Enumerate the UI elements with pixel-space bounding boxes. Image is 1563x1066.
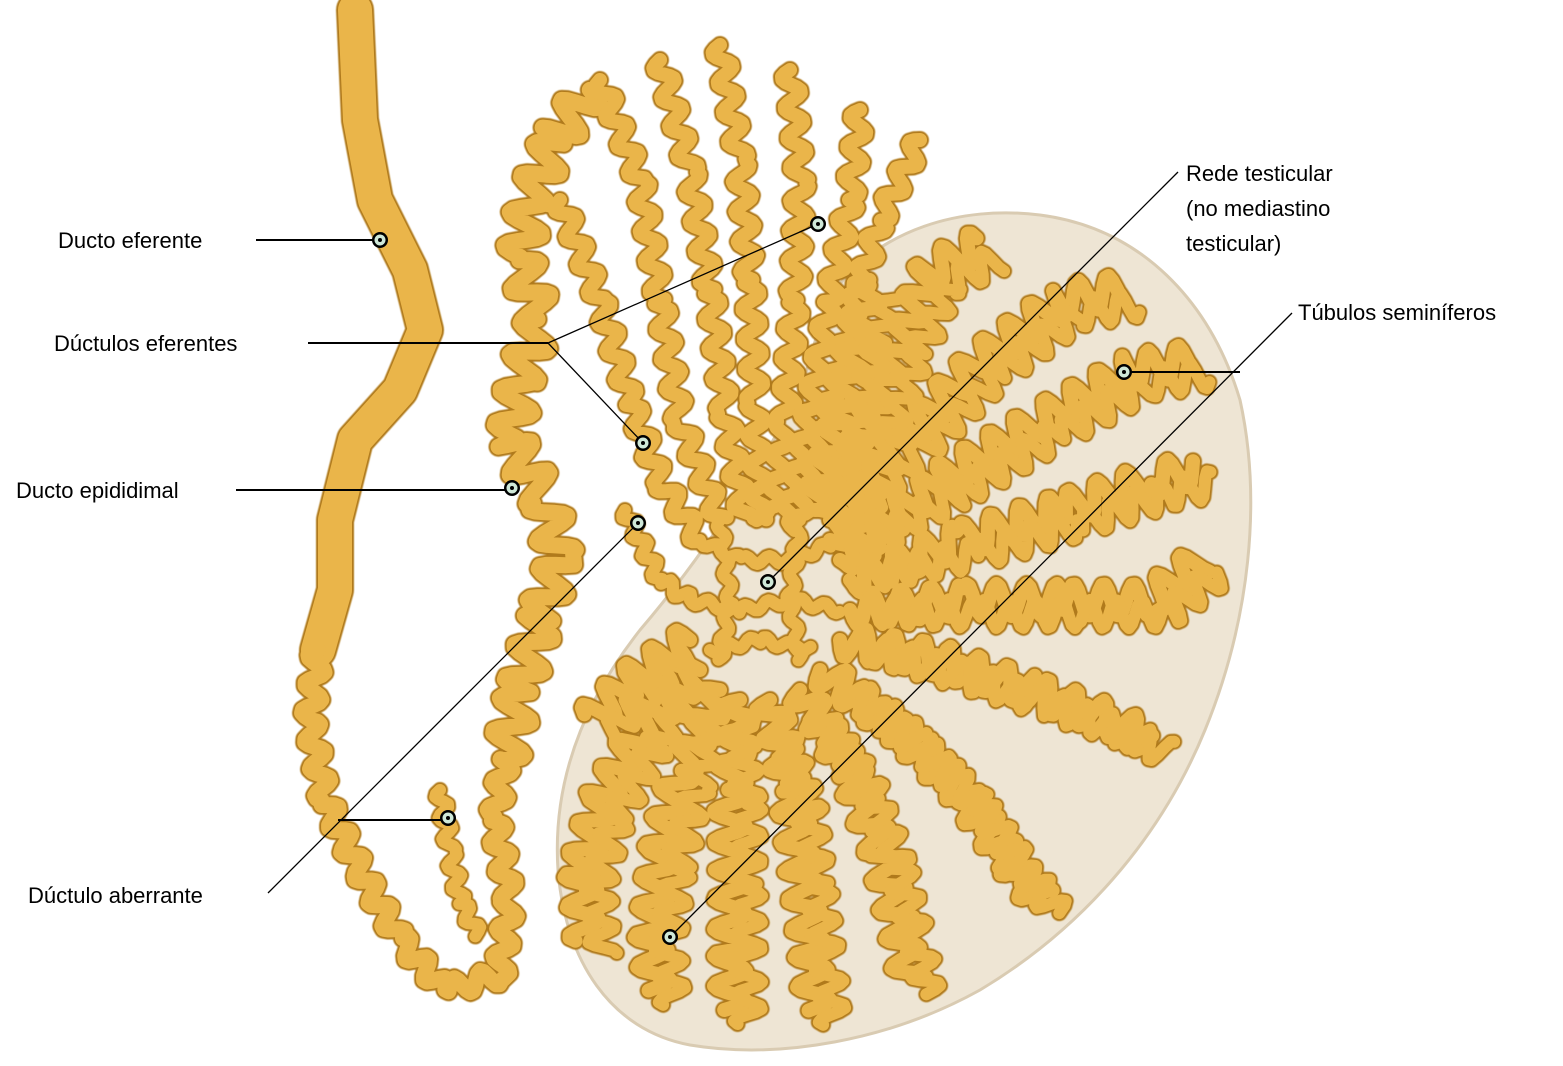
label-rede-testicular-3: testicular) — [1186, 231, 1281, 256]
marker-rede-testicular — [760, 574, 776, 590]
label-tubulos-seminiferos: Túbulos seminíferos — [1298, 300, 1496, 325]
label-ductulos-eferentes: Dúctulos eferentes — [54, 331, 237, 356]
vas-deferens-coiled — [302, 650, 517, 992]
marker-ducto-eferente — [372, 232, 388, 248]
marker-tubulos-seminiferos-2 — [662, 929, 678, 945]
label-ducto-eferente: Ducto eferente — [58, 228, 202, 253]
vas-deferens-upper — [318, 10, 425, 650]
label-rede-testicular-2: (no mediastino — [1186, 196, 1330, 221]
label-rede-testicular-1: Rede testicular — [1186, 161, 1333, 186]
label-ductulo-aberrante: Dúctulo aberrante — [28, 883, 203, 908]
marker-tubulos-seminiferos-1 — [1116, 364, 1132, 380]
marker-ductulo-aberrante-1 — [630, 515, 646, 531]
label-ducto-epididimal: Ducto epididimal — [16, 478, 179, 503]
marker-ductulo-aberrante-2 — [440, 810, 456, 826]
marker-ductulos-eferentes-2 — [635, 435, 651, 451]
marker-ducto-epididimal — [504, 480, 520, 496]
marker-ductulos-eferentes-1 — [810, 216, 826, 232]
